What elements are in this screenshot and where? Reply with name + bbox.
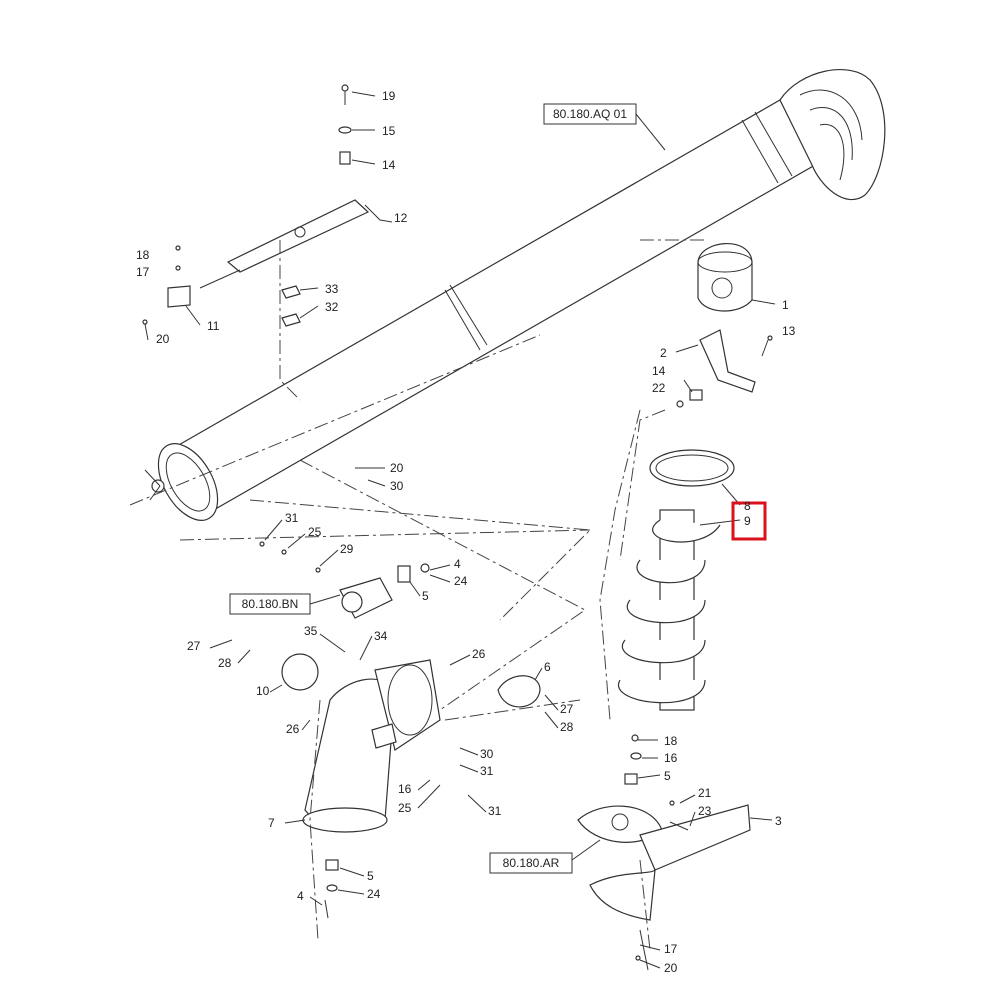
callout-31-lower: 31: [488, 804, 502, 818]
callout-labels: 19 15 14 12 18 17 33 32 11 20 1 13 2 14 …: [136, 89, 796, 975]
callout-20-mid: 20: [390, 461, 404, 475]
ref-drive-label: 80.180.BN: [242, 597, 299, 611]
callout-15: 15: [382, 124, 396, 138]
callout-6: 6: [544, 660, 551, 674]
callout-20-upper: 20: [156, 332, 170, 346]
callout-29: 29: [340, 542, 354, 556]
callout-22: 22: [652, 381, 666, 395]
callout-27-right: 27: [560, 702, 574, 716]
ref-lower[interactable]: 80.180.AR: [489, 839, 601, 874]
callout-1: 1: [782, 298, 789, 312]
callout-9: 9: [744, 514, 751, 528]
callout-5-upper: 5: [422, 589, 429, 603]
callout-28-right: 28: [560, 720, 574, 734]
callout-32: 32: [325, 300, 339, 314]
auger-tube: [144, 69, 886, 521]
upper-left-hardware: [142, 84, 393, 341]
callout-17-upper: 17: [136, 265, 150, 279]
callout-35: 35: [304, 624, 318, 638]
right-upper-parts: [675, 243, 776, 408]
callout-17-lower: 17: [664, 942, 678, 956]
ref-lower-label: 80.180.AR: [503, 856, 560, 870]
callout-25-upper: 25: [308, 525, 322, 539]
callout-13: 13: [782, 324, 796, 338]
callout-14-right: 14: [652, 364, 666, 378]
callout-16-left: 16: [398, 782, 412, 796]
callout-30-upper: 30: [390, 479, 404, 493]
auger-flighting: [617, 449, 741, 711]
callout-19: 19: [382, 89, 396, 103]
callout-10: 10: [256, 684, 270, 698]
ref-drive[interactable]: 80.180.BN: [229, 593, 341, 615]
callout-4-upper: 4: [454, 557, 461, 571]
callout-28-left: 28: [218, 656, 232, 670]
callout-18-lower: 18: [664, 734, 678, 748]
callout-5-right: 5: [664, 769, 671, 783]
callout-25-lower: 25: [398, 801, 412, 815]
callout-31-mid: 31: [480, 764, 494, 778]
callout-16-right: 16: [664, 751, 678, 765]
callout-30-lower: 30: [480, 747, 494, 761]
callout-11: 11: [207, 319, 220, 333]
phantom-lines: [129, 239, 705, 951]
callout-26-left: 26: [286, 722, 300, 736]
callout-21: 21: [698, 786, 712, 800]
callout-20-lower: 20: [664, 961, 678, 975]
ref-auger-tube-label: 80.180.AQ 01: [553, 107, 627, 121]
callout-24-upper: 24: [454, 574, 468, 588]
callout-7: 7: [268, 816, 275, 830]
callout-2: 2: [660, 346, 667, 360]
ref-auger-tube[interactable]: 80.180.AQ 01: [543, 103, 666, 151]
lower-right-parts: [577, 734, 773, 971]
callout-9-highlight: [731, 501, 767, 541]
callout-26-right: 26: [472, 647, 486, 661]
callout-23: 23: [698, 804, 712, 818]
callout-18-upper: 18: [136, 248, 150, 262]
callout-4-lower: 4: [297, 889, 304, 903]
elbow-housing: [281, 653, 541, 919]
callout-8: 8: [744, 499, 751, 513]
callout-3: 3: [775, 814, 782, 828]
callout-24-lower: 24: [367, 887, 381, 901]
leader-lines: [209, 467, 696, 969]
callout-34: 34: [374, 629, 388, 643]
drive-assembly: [259, 541, 430, 619]
callout-12: 12: [394, 211, 408, 225]
callout-31-upper: 31: [285, 511, 299, 525]
callout-27-left: 27: [187, 639, 201, 653]
callout-33: 33: [325, 282, 339, 296]
callout-5-lower: 5: [367, 869, 374, 883]
callout-14-upper: 14: [382, 158, 396, 172]
